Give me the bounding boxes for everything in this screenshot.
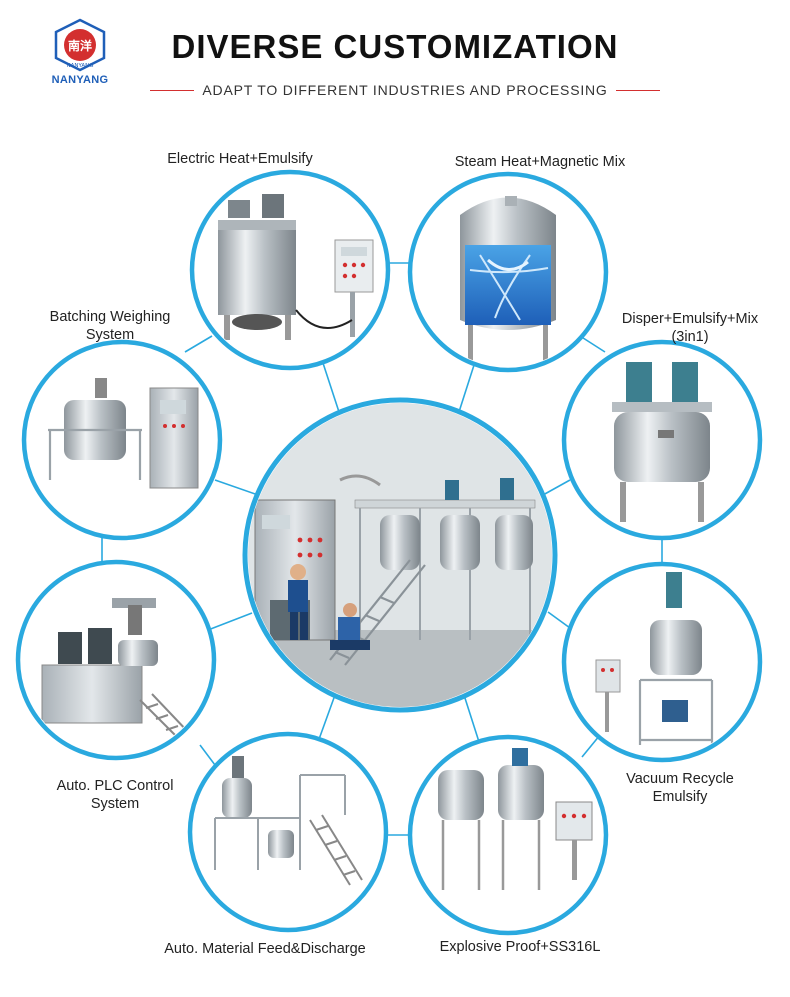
label-batching-weighing-system: Batching Weighing System bbox=[49, 309, 171, 343]
item-auto-plc-control-system bbox=[15, 559, 217, 761]
dual-motor-tank-photo bbox=[567, 345, 757, 535]
label-vacuum-recycle-emulsify: Vacuum Recycle Emulsify bbox=[626, 771, 734, 805]
page-title: DIVERSE CUSTOMIZATION bbox=[171, 28, 619, 65]
logo-text: 南洋 bbox=[68, 38, 92, 53]
label-steam-heat-magnetic-mix: Steam Heat+Magnetic Mix bbox=[454, 154, 626, 170]
subtitle-rule-left bbox=[150, 89, 195, 91]
label-auto-material-feed-discharge: Auto. Material Feed&Discharge bbox=[164, 941, 366, 957]
item-batching-weighing-system bbox=[21, 339, 223, 541]
item-vacuum-recycle-emulsify bbox=[561, 561, 763, 763]
subtitle-rule-right bbox=[615, 89, 661, 91]
logo-ring-text: NANYANG bbox=[66, 63, 93, 69]
spoke-connectors bbox=[207, 359, 571, 746]
steam-heat-tank-photo bbox=[413, 177, 603, 367]
plc-control-system-photo bbox=[21, 565, 211, 755]
center-production-line bbox=[242, 397, 558, 713]
explosion-proof-tanks-photo bbox=[413, 740, 603, 930]
item-disper-emulsify-mix bbox=[561, 339, 763, 541]
page-subtitle: ADAPT TO DIFFERENT INDUSTRIES AND PROCES… bbox=[202, 82, 608, 98]
nanyang-logo-icon: 南洋 NANYANG bbox=[54, 18, 106, 72]
platform-system-photo bbox=[193, 737, 383, 927]
item-auto-material-feed-discharge bbox=[187, 731, 389, 933]
brand-logo: 南洋 NANYANG NANYANG bbox=[40, 18, 120, 93]
label-disper-emulsify-mix: Disper+Emulsify+Mix (3in1) bbox=[621, 311, 759, 345]
label-explosive-proof-ss316l: Explosive Proof+SS316L bbox=[439, 939, 601, 955]
brand-name: NANYANG bbox=[51, 74, 109, 86]
label-electric-heat-emulsify: Electric Heat+Emulsify bbox=[167, 151, 313, 167]
item-steam-heat-magnetic-mix bbox=[407, 171, 609, 373]
label-auto-plc-control-system: Auto. PLC Control System bbox=[56, 778, 174, 812]
item-explosive-proof-ss316l bbox=[407, 734, 609, 936]
electric-heat-tank-photo bbox=[195, 175, 385, 365]
batching-weighing-photo bbox=[27, 345, 217, 535]
vacuum-emulsifier-photo bbox=[567, 567, 757, 757]
subtitle-row: ADAPT TO DIFFERENT INDUSTRIES AND PROCES… bbox=[150, 80, 661, 100]
item-electric-heat-emulsify bbox=[189, 169, 391, 371]
